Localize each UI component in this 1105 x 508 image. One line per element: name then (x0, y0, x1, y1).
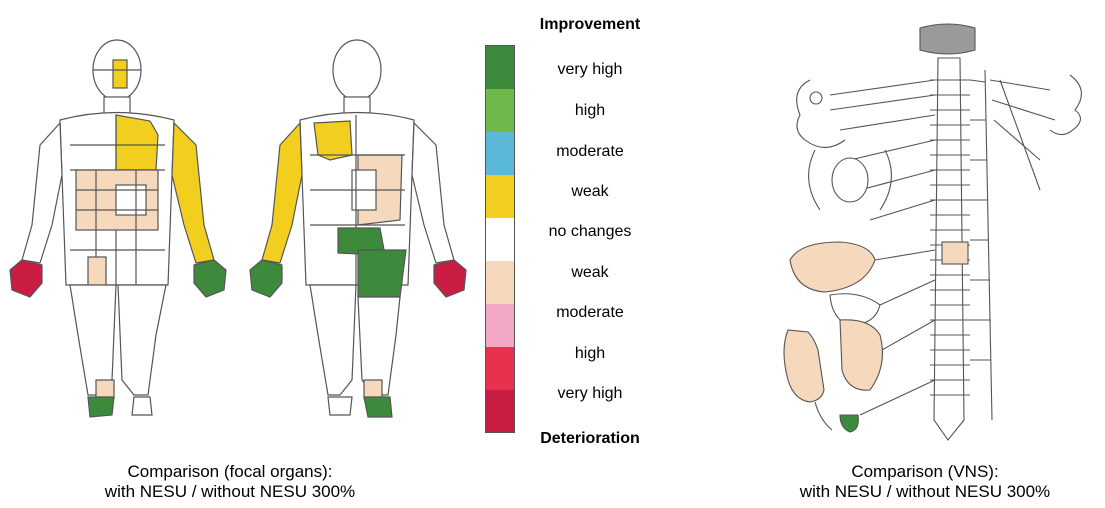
right-hand-very-high-deterioration (10, 260, 42, 297)
legend-heading-deterioration: Deterioration (520, 430, 660, 448)
nervous-system-diagram (770, 20, 1100, 450)
swatch-weak-deterioration (486, 261, 514, 304)
legend-label: very high (520, 385, 660, 403)
legend-label: high (520, 102, 660, 120)
swatch-very-high-deterioration (486, 390, 514, 432)
foot-very-high-improvement (88, 397, 114, 417)
legend-color-bar (485, 45, 515, 433)
back-body-figure (240, 35, 480, 430)
colon-weak-deterioration (784, 330, 824, 402)
liver-weak-deterioration (790, 242, 875, 292)
left-leg-back (310, 285, 356, 395)
eye-icon (810, 92, 822, 104)
caption-line: with NESU / without NESU 300% (30, 482, 430, 502)
legend-label: weak (520, 183, 660, 201)
legend-label: weak (520, 264, 660, 282)
caption-line: Comparison (VNS): (740, 462, 1105, 482)
right-arm-front (22, 123, 62, 263)
head-back (333, 40, 381, 100)
thigh-very-high-improvement (358, 250, 406, 297)
swatch-very-high-improvement (486, 46, 514, 89)
left-arm-back-weak-improvement (262, 123, 302, 263)
left-hand-very-high-improvement (194, 260, 226, 297)
legend-label: no changes (520, 223, 660, 241)
brain-stem-top (920, 24, 975, 54)
foot-back-very-high-improvement (364, 397, 392, 417)
foot-back-left (328, 397, 352, 415)
small-intestine-weak-deterioration (840, 320, 882, 390)
spinal-segment-weak-deterioration (942, 242, 968, 264)
face-profile-left (797, 80, 845, 148)
chest-weak-improvement (116, 115, 158, 170)
left-hand-back-very-high-improvement (250, 260, 282, 297)
swatch-high-improvement (486, 89, 514, 132)
left-arm-weak-improvement (172, 123, 214, 263)
legend-label: high (520, 345, 660, 363)
sympathetic-chain (985, 70, 992, 420)
ankle-weak-deterioration (96, 380, 114, 398)
caption-focal-organs: Comparison (focal organs): with NESU / w… (30, 462, 430, 502)
swatch-high-deterioration (486, 347, 514, 390)
swatch-moderate-improvement (486, 132, 514, 175)
caption-line: with NESU / without NESU 300% (740, 482, 1105, 502)
swatch-weak-improvement (486, 175, 514, 218)
heart-icon (832, 158, 868, 202)
front-body-figure (0, 35, 240, 430)
right-arm-back (412, 123, 454, 263)
legend-label: moderate (520, 143, 660, 161)
caption-line: Comparison (focal organs): (30, 462, 430, 482)
right-leg-front (70, 285, 116, 395)
upper-back-weak-improvement (314, 121, 352, 160)
face-profile-right (1050, 75, 1081, 135)
legend-heading-improvement: Improvement (520, 16, 660, 34)
bladder-very-high-improvement (840, 415, 858, 432)
legend-label: moderate (520, 304, 660, 322)
swatch-moderate-deterioration (486, 304, 514, 347)
foot-front-left (132, 397, 152, 415)
caption-vns: Comparison (VNS): with NESU / without NE… (740, 462, 1105, 502)
right-hand-back-very-high-deterioration (434, 260, 466, 297)
ankle-back-weak-deterioration (364, 380, 382, 398)
legend-label: very high (520, 61, 660, 79)
left-leg-front (118, 285, 166, 395)
swatch-no-changes (486, 218, 514, 261)
face-weak-improvement (113, 60, 127, 88)
